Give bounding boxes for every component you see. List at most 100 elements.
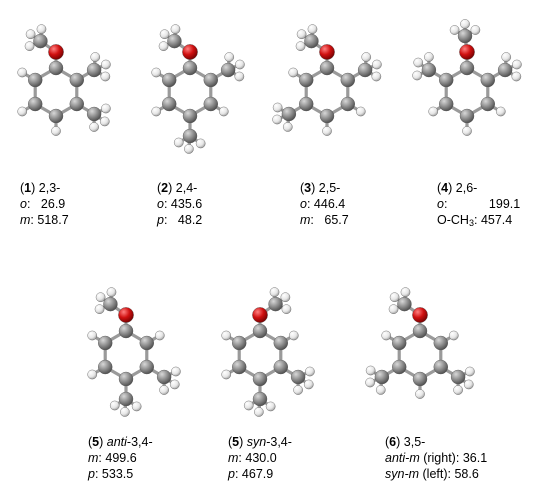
barrier-row: m: 65.7 bbox=[300, 212, 349, 228]
atoms bbox=[221, 287, 315, 417]
structure-heading: (2) 2,4- bbox=[157, 181, 198, 195]
methyl-position: p bbox=[228, 467, 235, 481]
hydrogen-atom bbox=[24, 41, 35, 51]
substitution-pattern: -3,4- bbox=[126, 435, 153, 449]
structure-number: 2 bbox=[161, 181, 169, 195]
hydrogen-atom bbox=[388, 304, 399, 314]
hydrogen-atom bbox=[465, 366, 475, 377]
structure-number: 1 bbox=[24, 181, 32, 195]
methyl-carbon bbox=[421, 62, 437, 78]
hydrogen-atom bbox=[36, 24, 47, 34]
carbon-atom bbox=[433, 359, 448, 375]
methyl-position: m bbox=[300, 213, 311, 227]
carbon-atom bbox=[182, 60, 198, 76]
methyl-position: p bbox=[88, 467, 95, 481]
separator: : bbox=[447, 467, 451, 481]
carbon-atom bbox=[118, 371, 134, 387]
carbon-atom bbox=[319, 108, 335, 124]
methyl-position: m bbox=[20, 213, 31, 227]
barrier-value: 457.4 bbox=[480, 213, 513, 227]
barrier-row: p: 533.5 bbox=[88, 466, 153, 482]
hydrogen-atom bbox=[159, 385, 169, 395]
hydrogen-atom bbox=[511, 71, 522, 82]
oxygen-atom bbox=[252, 307, 268, 323]
methoxy-carbon bbox=[268, 296, 283, 312]
hydrogen-atom bbox=[453, 385, 463, 395]
hydrogen-atom bbox=[106, 287, 117, 297]
carbon-atom bbox=[98, 359, 113, 375]
separator: : bbox=[94, 467, 99, 481]
atoms bbox=[272, 24, 382, 136]
separator: : bbox=[306, 197, 311, 211]
hydrogen-atom bbox=[120, 407, 130, 417]
methyl-carbon bbox=[281, 106, 297, 122]
structure-number: 5 bbox=[92, 435, 100, 449]
methyl-carbon bbox=[357, 62, 373, 78]
methoxy-carbon bbox=[304, 33, 319, 49]
side-note: (right) bbox=[419, 451, 456, 465]
hydrogen-atom bbox=[296, 29, 307, 40]
barrier-value: 430.0 bbox=[245, 451, 277, 465]
carbon-atom bbox=[340, 72, 355, 88]
barrier-value: 518.7 bbox=[37, 213, 69, 227]
hydrogen-atom bbox=[25, 29, 36, 40]
barrier-value: 499.6 bbox=[105, 451, 137, 465]
carbon-atom bbox=[139, 335, 154, 351]
carbon-atom bbox=[232, 359, 247, 375]
carbon-atom bbox=[299, 72, 314, 88]
carbon-atom bbox=[480, 96, 495, 112]
hydrogen-atom bbox=[428, 106, 439, 117]
separator: : bbox=[455, 451, 460, 465]
carbon-atom bbox=[273, 335, 288, 351]
hydrogen-atom bbox=[221, 330, 232, 341]
carbon-atom bbox=[28, 72, 43, 88]
barrier-row: m: 430.0 bbox=[228, 450, 292, 466]
methyl-carbon bbox=[182, 128, 198, 144]
conformer-prefix: syn bbox=[246, 435, 267, 449]
substitution-pattern: 2,6- bbox=[455, 181, 478, 195]
carbon-atom bbox=[433, 335, 448, 351]
structure-number: 5 bbox=[232, 435, 240, 449]
carbon-atom bbox=[299, 96, 314, 112]
hydrogen-atom bbox=[288, 330, 299, 341]
hydrogen-atom bbox=[495, 106, 506, 117]
barrier-value: 533.5 bbox=[101, 467, 134, 481]
structure-heading: (5) anti-3,4- bbox=[88, 435, 153, 449]
subscript: 3 bbox=[468, 218, 474, 228]
carbon-atom bbox=[252, 371, 268, 387]
carbon-atom bbox=[459, 60, 475, 76]
hydrogen-atom bbox=[269, 287, 280, 297]
methyl-position: o bbox=[20, 197, 27, 211]
hydrogen-atom bbox=[17, 106, 28, 117]
molecule-7 bbox=[365, 287, 475, 399]
carbon-atom bbox=[48, 108, 64, 124]
hydrogen-atom bbox=[413, 57, 424, 68]
molecule-4 bbox=[412, 19, 522, 136]
methyl-position: anti-m bbox=[385, 451, 420, 465]
hydrogen-atom bbox=[154, 330, 165, 341]
hydrogen-atom bbox=[87, 330, 98, 341]
hydrogen-atom bbox=[109, 400, 120, 411]
oxygen-atom bbox=[48, 44, 64, 60]
barrier-value: 65.7 bbox=[324, 213, 349, 227]
separator: : bbox=[234, 467, 239, 481]
methyl-carbon bbox=[450, 369, 466, 385]
hydrogen-atom bbox=[101, 103, 111, 114]
hydrogen-atom bbox=[131, 401, 142, 412]
methyl-position: m bbox=[88, 451, 99, 465]
side-note: (left) bbox=[419, 467, 448, 481]
barrier-value: 467.9 bbox=[241, 467, 274, 481]
hydrogen-atom bbox=[173, 137, 184, 148]
hydrogen-atom bbox=[184, 144, 194, 154]
structure-number: 4 bbox=[441, 181, 449, 195]
hydrogen-atom bbox=[322, 126, 332, 136]
hydrogen-atom bbox=[372, 59, 382, 70]
structure-heading: (4) 2,6- bbox=[437, 181, 478, 195]
methoxy-carbon bbox=[33, 33, 48, 49]
structure-number: 6 bbox=[389, 435, 397, 449]
barrier-row: m: 518.7 bbox=[20, 212, 69, 228]
separator: : bbox=[163, 197, 168, 211]
methyl-position: o bbox=[437, 197, 444, 211]
carbon-atom bbox=[392, 335, 407, 351]
